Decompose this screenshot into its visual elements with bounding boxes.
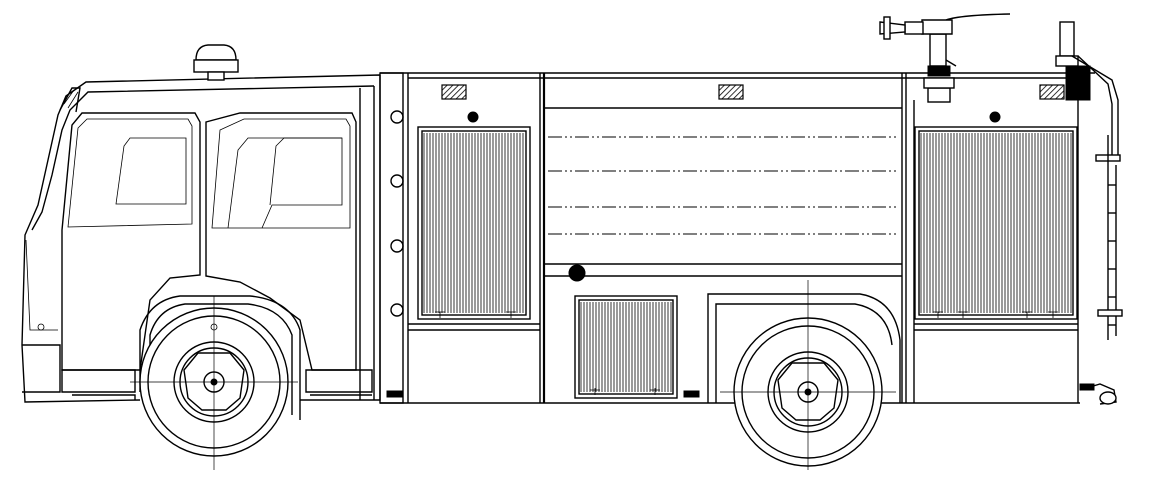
vent-rear — [1039, 84, 1065, 100]
vent-front — [441, 84, 467, 100]
body-frame — [379, 72, 1095, 404]
pump-locker — [574, 295, 678, 399]
water-monitor — [879, 13, 1011, 103]
front-equipment-locker — [417, 111, 531, 320]
rear-ladder — [1055, 21, 1123, 405]
rear-equipment-locker — [914, 111, 1078, 320]
rear-wheel — [720, 280, 896, 470]
cab — [21, 74, 404, 420]
beacon-light — [193, 44, 239, 81]
front-wheel — [130, 296, 298, 470]
water-tank — [548, 84, 898, 235]
